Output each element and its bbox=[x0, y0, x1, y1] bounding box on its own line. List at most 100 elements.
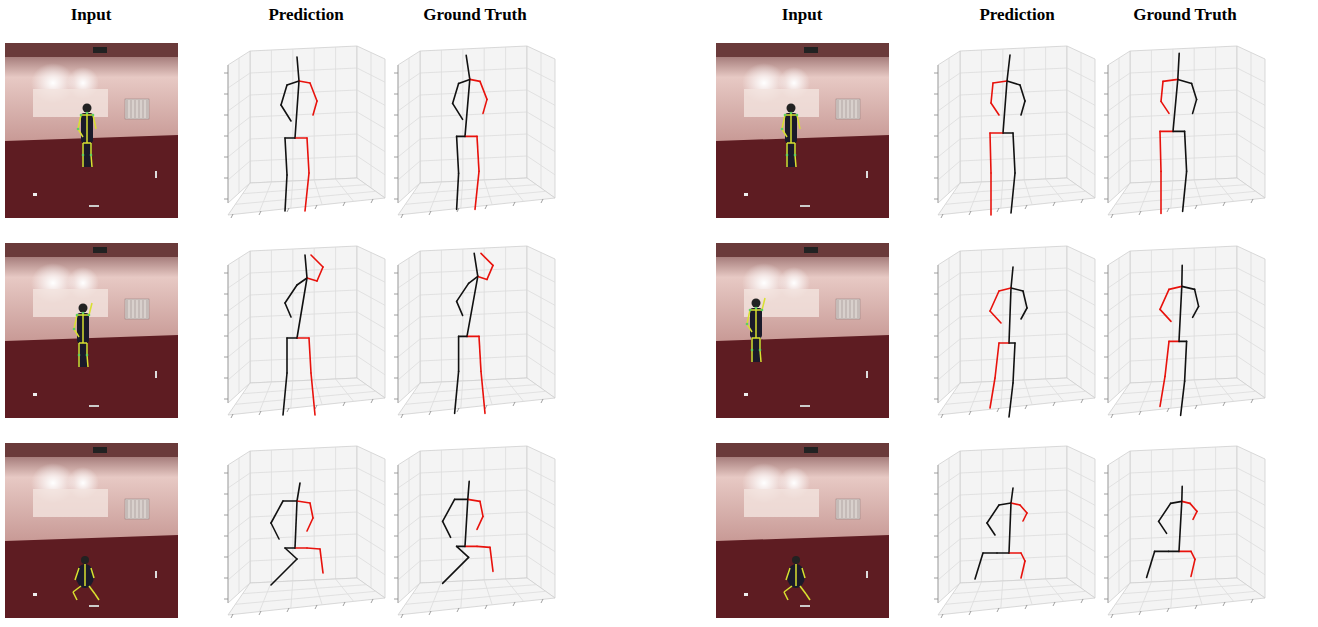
skeleton-bone bbox=[1163, 79, 1178, 81]
grid-line bbox=[291, 381, 293, 408]
skeleton-bone bbox=[1009, 503, 1011, 553]
grid-line bbox=[527, 112, 555, 129]
floor-marker bbox=[155, 371, 157, 378]
plot-pane bbox=[228, 451, 250, 603]
axis-tick bbox=[934, 557, 938, 558]
plot-pane bbox=[1067, 446, 1095, 598]
grid-line bbox=[1130, 490, 1237, 495]
axis-tick bbox=[224, 157, 228, 158]
grid-line bbox=[1237, 534, 1265, 552]
plot-pane bbox=[1108, 251, 1130, 403]
plot-pane bbox=[228, 578, 385, 615]
skeleton-bone bbox=[287, 337, 297, 339]
axis-tick bbox=[934, 599, 938, 600]
grid-line bbox=[1237, 90, 1265, 105]
skeleton-bone bbox=[1178, 53, 1179, 79]
skeleton-bone bbox=[285, 175, 287, 211]
skeleton-bone bbox=[285, 285, 297, 303]
pose-overlay bbox=[77, 314, 89, 316]
axis-tick bbox=[394, 115, 398, 116]
axis-tick bbox=[934, 378, 938, 379]
pose-joint bbox=[90, 154, 93, 157]
skeleton-bone bbox=[457, 283, 469, 301]
grid-line bbox=[1130, 112, 1237, 117]
plot-pane bbox=[357, 46, 385, 198]
grid-line bbox=[938, 95, 960, 111]
skeleton-bone bbox=[477, 136, 479, 171]
skeleton-bone bbox=[475, 171, 479, 209]
plot-pane bbox=[1108, 451, 1130, 603]
grid-line bbox=[1108, 273, 1130, 288]
projector bbox=[804, 247, 818, 253]
radiator-fin bbox=[854, 100, 855, 118]
axis-tick bbox=[394, 473, 398, 474]
skeleton-bone bbox=[991, 83, 993, 103]
pose-overlay bbox=[95, 594, 99, 600]
axis-tick bbox=[1025, 205, 1027, 209]
skeleton-bone bbox=[297, 483, 300, 501]
axis-tick bbox=[394, 157, 398, 158]
skeleton-bone bbox=[1179, 501, 1182, 551]
grid-line bbox=[357, 534, 385, 552]
pose-overlay bbox=[800, 586, 806, 594]
grid-line bbox=[398, 273, 420, 288]
pose-joint bbox=[77, 128, 80, 131]
grid-line bbox=[420, 556, 527, 561]
plot-pane bbox=[938, 51, 960, 203]
axis-tick bbox=[394, 357, 398, 358]
skeleton-bone bbox=[975, 553, 983, 579]
grid-line bbox=[336, 579, 354, 601]
grid-line bbox=[291, 181, 293, 208]
axis-tick bbox=[1053, 202, 1055, 206]
skeleton-bone bbox=[991, 103, 999, 115]
grid-line bbox=[357, 312, 385, 329]
skeleton-bone bbox=[470, 79, 480, 81]
grid-line bbox=[1108, 361, 1130, 380]
grid-line bbox=[1130, 556, 1237, 561]
grid-line bbox=[357, 68, 385, 82]
axis-line bbox=[228, 265, 229, 403]
radiator bbox=[836, 499, 860, 519]
skeleton-bone bbox=[1011, 488, 1013, 503]
skeleton-bone bbox=[490, 547, 493, 571]
floor-marker bbox=[800, 205, 810, 207]
pose-joint bbox=[755, 307, 758, 310]
grid-line bbox=[1067, 112, 1095, 129]
pose-joint bbox=[86, 354, 89, 357]
grid-line bbox=[960, 512, 1067, 517]
axis-tick bbox=[1081, 199, 1083, 203]
pose-overlay bbox=[790, 113, 792, 143]
axis-tick bbox=[513, 602, 515, 606]
axis-tick bbox=[934, 315, 938, 316]
axis-tick bbox=[259, 211, 261, 215]
axis-tick bbox=[997, 408, 999, 412]
axis-tick bbox=[259, 411, 261, 415]
skeleton-bone bbox=[1159, 503, 1171, 521]
axis-tick bbox=[224, 94, 228, 95]
skeleton-bone bbox=[443, 499, 455, 521]
axis-tick bbox=[941, 614, 943, 618]
axis-tick bbox=[1104, 557, 1108, 558]
pose-overlay bbox=[786, 568, 790, 580]
plot-pane bbox=[398, 51, 420, 203]
plot-pane bbox=[938, 451, 960, 603]
skeleton-bone bbox=[310, 83, 317, 101]
grid-line bbox=[420, 134, 527, 139]
axis-tick bbox=[429, 611, 431, 615]
skeleton-bone bbox=[1178, 79, 1192, 83]
axis-tick bbox=[224, 578, 228, 579]
grid-line bbox=[250, 468, 357, 473]
pose-overlay bbox=[747, 310, 750, 324]
grid-line bbox=[461, 581, 463, 608]
grid-line bbox=[960, 468, 1067, 473]
grid-line bbox=[228, 473, 250, 488]
pose-joint bbox=[82, 312, 85, 315]
grid-line bbox=[1108, 317, 1130, 334]
axis-tick bbox=[1223, 202, 1225, 206]
grid-line bbox=[398, 473, 420, 488]
axis-tick bbox=[1223, 402, 1225, 406]
skeleton-bone bbox=[467, 276, 478, 336]
grid-line bbox=[1139, 382, 1151, 412]
skeleton-bone bbox=[999, 342, 1009, 344]
grid-line bbox=[527, 468, 555, 482]
